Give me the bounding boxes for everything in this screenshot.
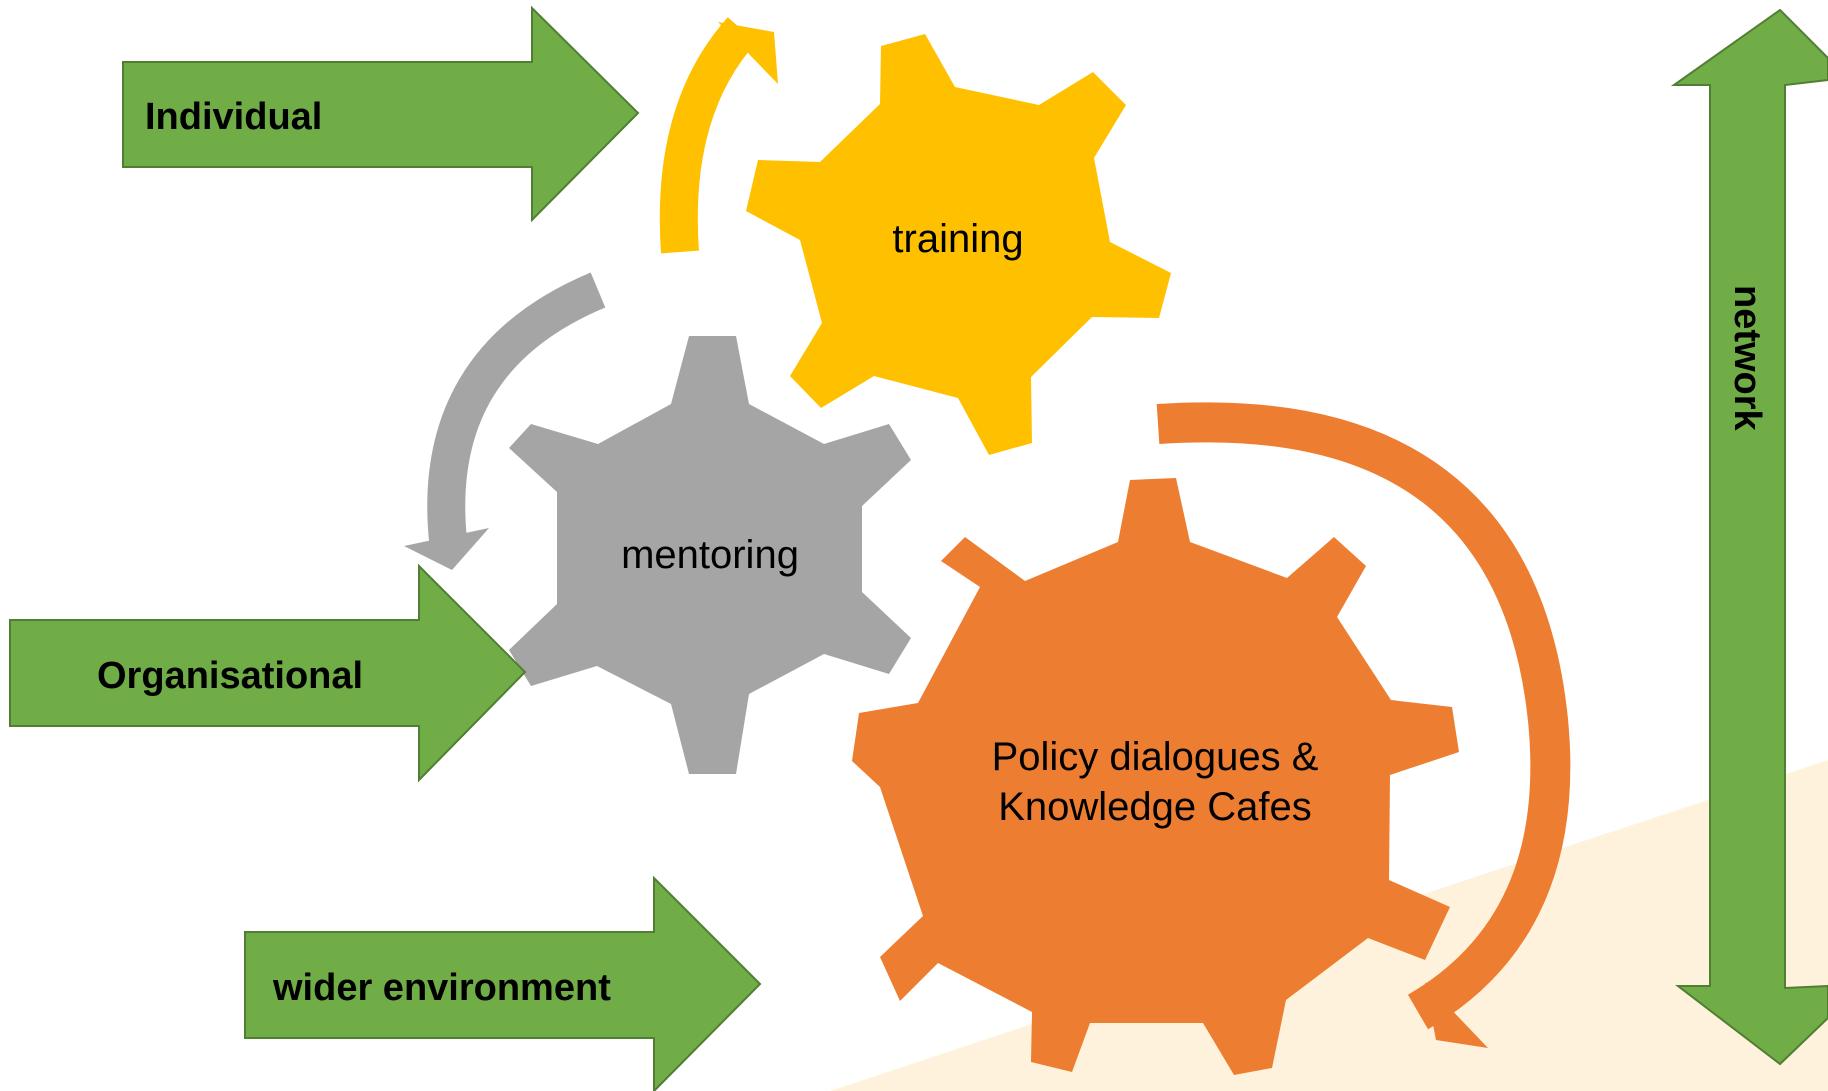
gear-policy-dialogues [852,478,1459,1075]
policy-label-line1: Policy dialogues & [992,735,1319,779]
policy-label-line2: Knowledge Cafes [998,785,1312,829]
gear-training [746,34,1171,455]
training-label: training [892,217,1023,261]
individual-arrow [122,5,640,223]
yellow-curved-arrow [659,17,778,254]
gear-mentoring [509,336,911,774]
gray-curved-arrow [404,272,606,570]
network-label: network [1726,285,1768,432]
wider-environment-arrow [244,875,762,1091]
individual-label: Individual [145,96,322,138]
orange-curved-arrow [1156,402,1571,1048]
network-double-arrow [1670,8,1828,1066]
wider-environment-label: wider environment [272,967,611,1009]
mentoring-label: mentoring [621,533,799,577]
organisational-label: Organisational [97,655,363,697]
organisational-arrow [9,563,527,783]
